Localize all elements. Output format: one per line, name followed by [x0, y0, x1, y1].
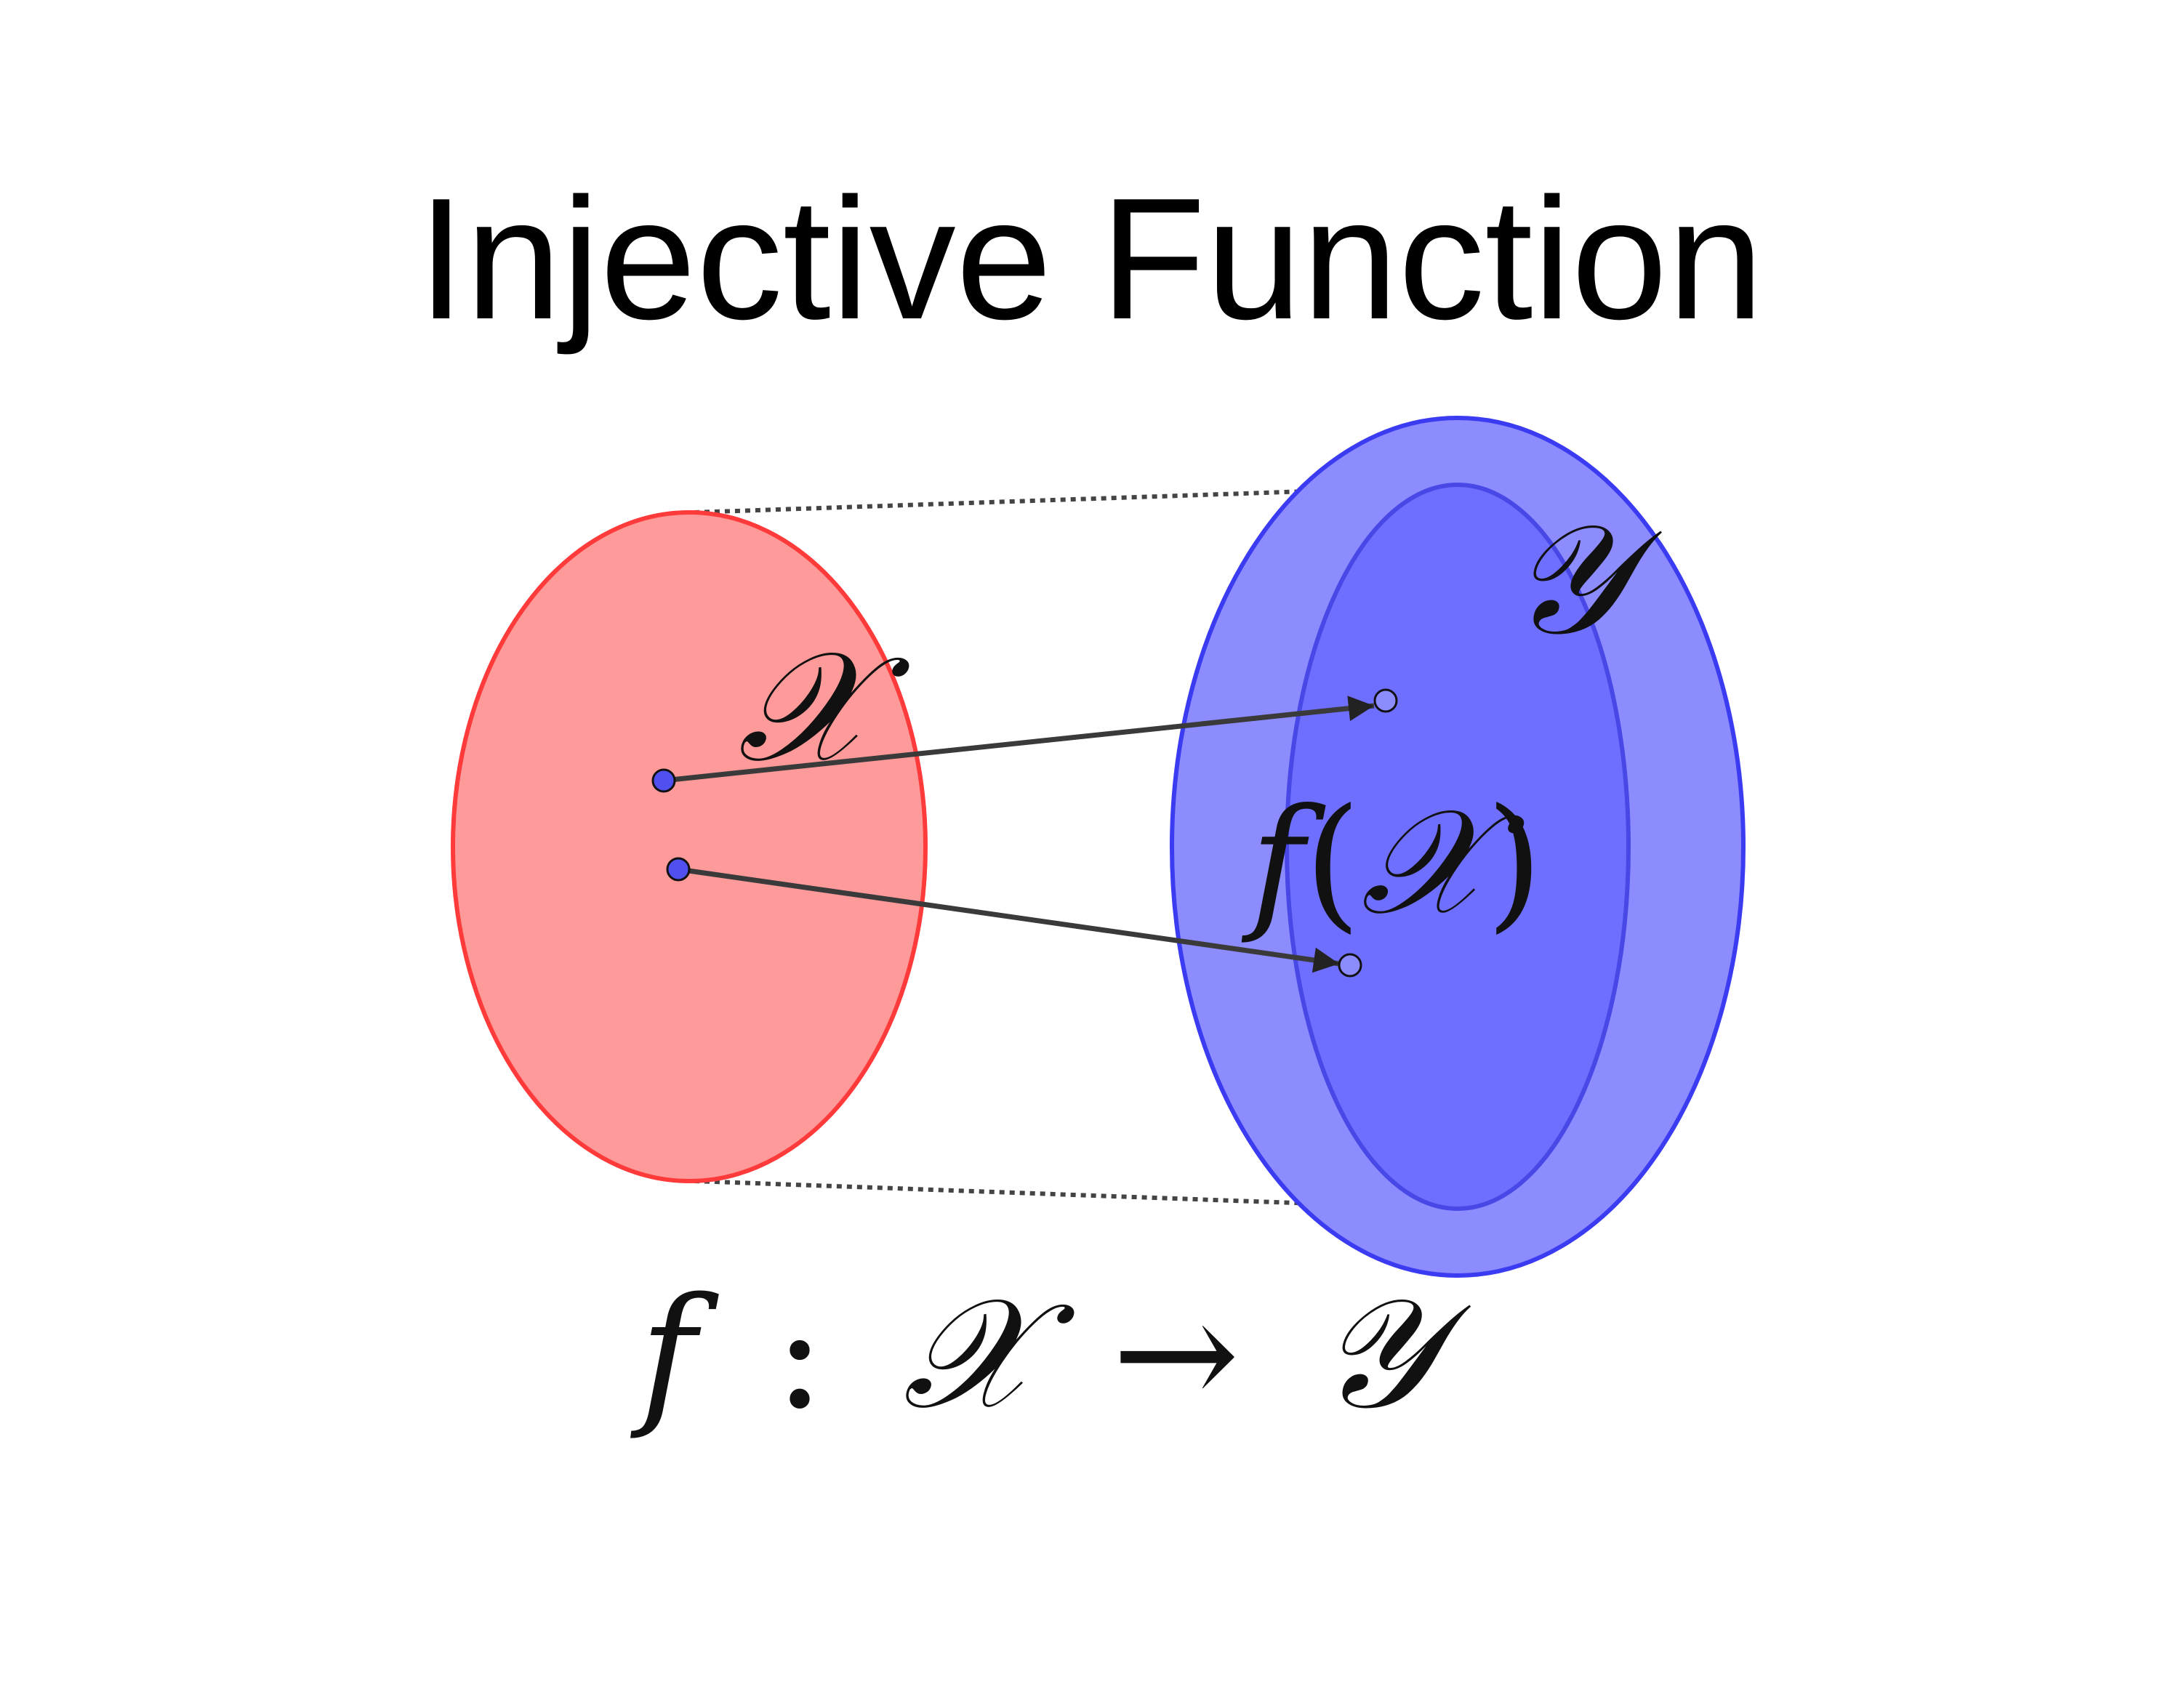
notation-codomain: 𝒴 [1317, 1265, 1471, 1443]
notation-arrow: → [1112, 1265, 1240, 1443]
domain-point-upper [651, 768, 676, 793]
image-point-lower [1338, 953, 1362, 978]
mapping-arrow-lower [678, 866, 1340, 973]
domain-set-ellipse [451, 510, 928, 1183]
notation-domain: 𝒳 [903, 1265, 1075, 1443]
image-set-label: f(𝒳) [1241, 778, 1543, 947]
image-label-close-paren: ) [1486, 778, 1543, 947]
mapping-arrow-upper [663, 696, 1375, 783]
image-set-ellipse [1285, 483, 1631, 1211]
domain-point-lower [666, 857, 691, 882]
function-notation: f : 𝒳 → 𝒴 [630, 1265, 1471, 1443]
image-label-open-paren: ( [1304, 778, 1361, 947]
diagram-title: Injective Function [417, 163, 1764, 355]
image-point-upper [1373, 688, 1398, 713]
notation-colon: : [774, 1265, 826, 1443]
notation-function: f [630, 1265, 719, 1443]
